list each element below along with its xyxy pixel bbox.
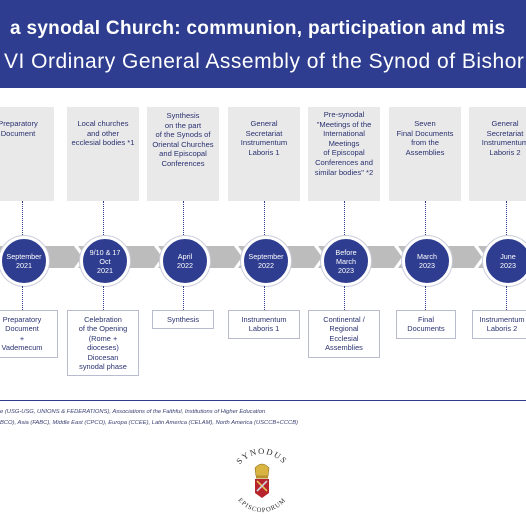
footer-divider [0,400,526,401]
date-circle-7: June 2023 [483,236,526,286]
stage-card-text: General Secretariat Instrumentum Laboris… [481,119,526,157]
stage-card-text: Local churches and other ecclesial bodie… [71,119,135,148]
date-circle-1: September 2021 [0,236,49,286]
connector-upper [22,201,23,237]
connector-upper [425,201,426,237]
connector-lower [103,286,104,310]
date-circle-3: April 2022 [160,236,210,286]
stage-card-text: Synthesis on the part of the Synods of O… [152,111,214,168]
connector-lower [344,286,345,310]
header-banner: a synodal Church: communion, participati… [0,0,526,88]
stage-card-text: Preparatory Document [0,119,38,138]
footnote-1: e (USG-USG, UNIONS & FEDERATIONS), Assoc… [0,409,266,415]
synodus-episcoporum-logo: SYNODUS EPISCOPORUM [234,446,290,514]
stage-card-2: Local churches and other ecclesial bodie… [67,107,139,201]
connector-upper [103,201,104,237]
connector-upper [264,201,265,237]
connector-lower [264,286,265,310]
svg-text:EPISCOPORUM: EPISCOPORUM [236,497,287,514]
connector-upper [183,201,184,237]
date-circle-6: March 2023 [402,236,452,286]
stage-card-1: Preparatory Document [0,107,54,201]
output-box-5: Continental / Regional Ecclesial Assembl… [308,310,380,358]
date-circle-5: Before March 2023 [321,236,371,286]
header-title-line2: VI Ordinary General Assembly of the Syno… [4,50,525,73]
connector-upper [344,201,345,237]
connector-lower [425,286,426,310]
output-box-1: Preparatory Document + Vademecum [0,310,58,358]
logo-text-top: SYNODUS [234,446,288,466]
connector-upper [506,201,507,237]
date-circle-2: 9/10 & 17 Oct 2021 [80,236,130,286]
connector-lower [183,286,184,310]
header-title-line1: a synodal Church: communion, participati… [10,18,506,39]
svg-text:SYNODUS: SYNODUS [234,446,290,466]
output-box-3: Synthesis [152,310,214,330]
connector-lower [22,286,23,310]
output-box-6: Final Documents [396,310,456,339]
output-box-4: Instrumentum Laboris 1 [228,310,300,339]
stage-card-7: General Secretariat Instrumentum Laboris… [469,107,526,201]
output-box-7: Instrumentum Laboris 2 [472,310,526,339]
stage-card-4: General Secretariat Instrumentum Laboris… [228,107,300,201]
footnote-2: BCO), Asia (FABC), Middle East (CPCO), E… [0,420,299,426]
stage-card-text: General Secretariat Instrumentum Laboris… [240,119,288,157]
stage-card-6: Seven Final Documents from the Assemblie… [389,107,461,201]
connector-lower [506,286,507,310]
logo-text-bottom: EPISCOPORUM [236,497,286,514]
output-box-2: Celebration of the Opening (Rome + dioce… [67,310,139,377]
stage-card-3: Synthesis on the part of the Synods of O… [147,107,219,201]
stage-card-text: Pre-synodal "Meetings of the Internation… [314,110,374,177]
date-circle-4: September 2022 [241,236,291,286]
stage-card-text: Seven Final Documents from the Assemblie… [396,119,454,157]
stage-card-5: Pre-synodal "Meetings of the Internation… [308,107,380,201]
